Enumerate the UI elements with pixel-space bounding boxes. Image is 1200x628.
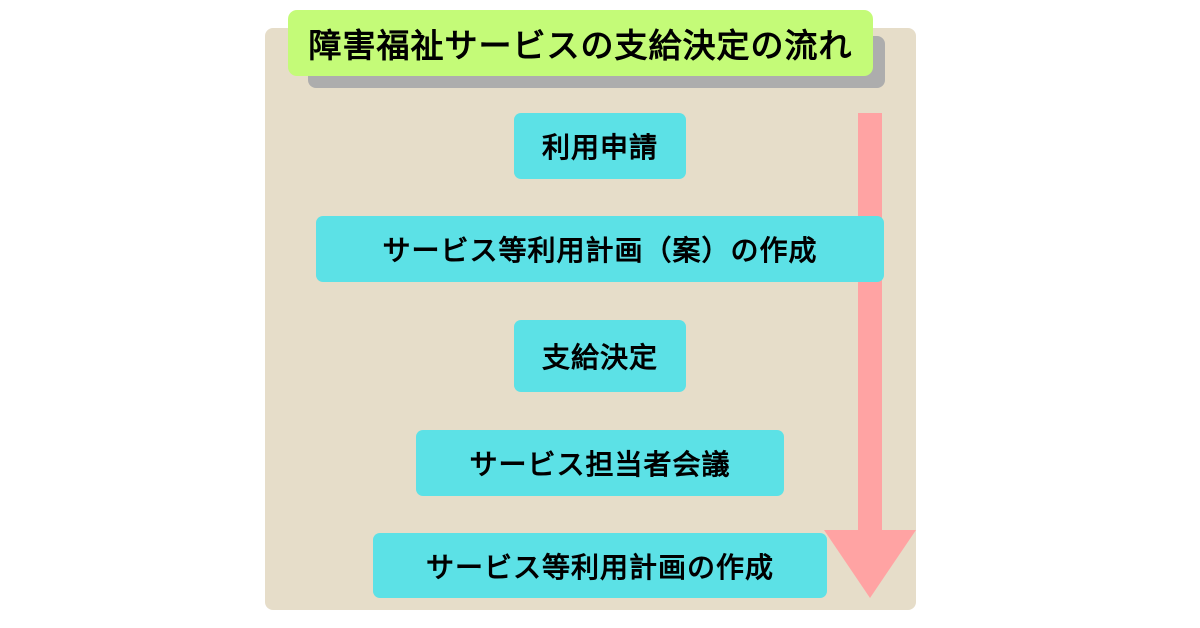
diagram-title: 障害福祉サービスの支給決定の流れ: [288, 10, 873, 76]
step-final-plan: サービス等利用計画の作成: [373, 533, 827, 598]
step-draft-plan: サービス等利用計画（案）の作成: [316, 216, 884, 282]
step-meeting: サービス担当者会議: [416, 430, 784, 496]
flow-arrow-head-icon: [824, 530, 916, 598]
flow-arrow-shaft: [858, 113, 882, 531]
step-decision: 支給決定: [514, 320, 686, 392]
step-application: 利用申請: [514, 113, 686, 179]
